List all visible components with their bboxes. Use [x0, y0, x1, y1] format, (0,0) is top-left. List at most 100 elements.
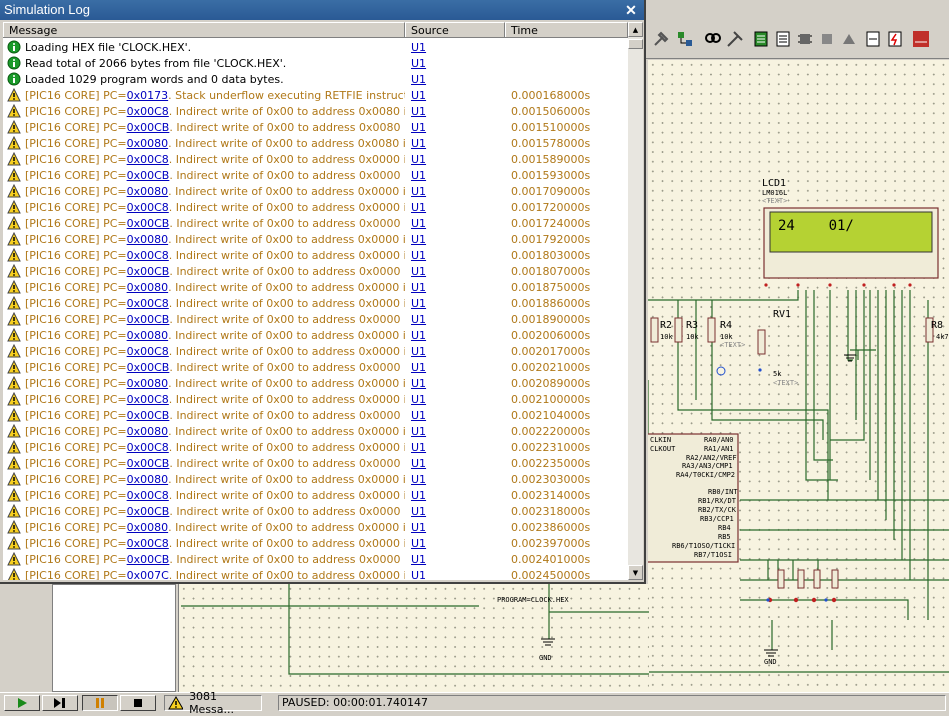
package-icon[interactable]	[794, 28, 816, 50]
log-source-link[interactable]: U1	[411, 504, 427, 518]
column-header-message[interactable]: Message	[3, 22, 405, 37]
pc-address-link[interactable]: 0x0080	[126, 232, 169, 246]
log-list[interactable]: Message Source Time Loading HEX file 'CL…	[3, 22, 628, 580]
decompose-icon[interactable]	[816, 28, 838, 50]
log-source-link[interactable]: U1	[411, 408, 427, 422]
log-source-link[interactable]: U1	[411, 520, 427, 534]
log-row[interactable]: [PIC16 CORE] PC=0x007C. Indirect write o…	[3, 567, 628, 580]
log-source-link[interactable]: U1	[411, 104, 427, 118]
log-source-link[interactable]: U1	[411, 328, 427, 342]
log-row[interactable]: [PIC16 CORE] PC=0x00CB. Indirect write o…	[3, 503, 628, 519]
log-row[interactable]: [PIC16 CORE] PC=0x0080. Indirect write o…	[3, 231, 628, 247]
log-row[interactable]: [PIC16 CORE] PC=0x00CB. Indirect write o…	[3, 407, 628, 423]
log-row[interactable]: [PIC16 CORE] PC=0x00C8. Indirect write o…	[3, 439, 628, 455]
log-source-link[interactable]: U1	[411, 440, 427, 454]
log-row[interactable]: [PIC16 CORE] PC=0x00CB. Indirect write o…	[3, 551, 628, 567]
pc-address-link[interactable]: 0x0080	[126, 184, 169, 198]
pc-address-link[interactable]: 0x00CB	[126, 168, 170, 182]
log-source-link[interactable]: U1	[411, 344, 427, 358]
log-row[interactable]: [PIC16 CORE] PC=0x00C8. Indirect write o…	[3, 343, 628, 359]
pc-address-link[interactable]: 0x00CB	[126, 216, 170, 230]
pc-address-link[interactable]: 0x007C	[126, 568, 169, 581]
log-row[interactable]: [PIC16 CORE] PC=0x0080. Indirect write o…	[3, 327, 628, 343]
log-row[interactable]: [PIC16 CORE] PC=0x00C8. Indirect write o…	[3, 151, 628, 167]
pc-address-link[interactable]: 0x00C8	[126, 392, 169, 406]
log-source-link[interactable]: U1	[411, 472, 427, 486]
log-row[interactable]: [PIC16 CORE] PC=0x00CB. Indirect write o…	[3, 263, 628, 279]
log-source-link[interactable]: U1	[411, 136, 427, 150]
pc-address-link[interactable]: 0x00C8	[126, 344, 169, 358]
scroll-up-button[interactable]: ▲	[628, 22, 643, 37]
log-row[interactable]: [PIC16 CORE] PC=0x00CB. Indirect write o…	[3, 359, 628, 375]
pause-button[interactable]	[82, 695, 118, 711]
log-row[interactable]: [PIC16 CORE] PC=0x0173. Stack underflow …	[3, 87, 628, 103]
pc-address-link[interactable]: 0x00C8	[126, 152, 169, 166]
pc-address-link[interactable]: 0x00C8	[126, 536, 169, 550]
report-icon[interactable]	[862, 28, 884, 50]
pc-address-link[interactable]: 0x00CB	[126, 360, 170, 374]
pc-address-link[interactable]: 0x00CB	[126, 504, 170, 518]
log-source-link[interactable]: U1	[411, 552, 427, 566]
stop-button[interactable]	[120, 695, 156, 711]
pc-address-link[interactable]: 0x00C8	[126, 440, 169, 454]
log-source-link[interactable]: U1	[411, 88, 427, 102]
scroll-thumb[interactable]	[628, 39, 643, 49]
log-row[interactable]: Loaded 1029 program words and 0 data byt…	[3, 71, 628, 87]
log-row[interactable]: [PIC16 CORE] PC=0x0080. Indirect write o…	[3, 519, 628, 535]
bom-icon[interactable]	[772, 28, 794, 50]
log-row[interactable]: [PIC16 CORE] PC=0x00C8. Indirect write o…	[3, 295, 628, 311]
log-row[interactable]: [PIC16 CORE] PC=0x00CB. Indirect write o…	[3, 167, 628, 183]
log-source-link[interactable]: U1	[411, 184, 427, 198]
pc-address-link[interactable]: 0x0080	[126, 136, 169, 150]
library-icon[interactable]	[838, 28, 860, 50]
log-row[interactable]: Loading HEX file 'CLOCK.HEX'.U1	[3, 39, 628, 55]
search-icon[interactable]	[702, 28, 724, 50]
log-row[interactable]: [PIC16 CORE] PC=0x00C8. Indirect write o…	[3, 391, 628, 407]
tools-icon[interactable]	[724, 28, 746, 50]
log-row[interactable]: [PIC16 CORE] PC=0x00C8. Indirect write o…	[3, 199, 628, 215]
close-button[interactable]: ✕	[625, 2, 637, 18]
log-source-link[interactable]: U1	[411, 536, 427, 550]
pc-address-link[interactable]: 0x0080	[126, 376, 169, 390]
pc-address-link[interactable]: 0x00CB	[126, 552, 170, 566]
log-row[interactable]: [PIC16 CORE] PC=0x00C8. Indirect write o…	[3, 535, 628, 551]
column-header-time[interactable]: Time	[505, 22, 628, 37]
log-row[interactable]: [PIC16 CORE] PC=0x0080. Indirect write o…	[3, 183, 628, 199]
electrical-check-icon[interactable]	[884, 28, 906, 50]
pc-address-link[interactable]: 0x0173	[126, 88, 169, 102]
scroll-down-button[interactable]: ▼	[628, 565, 643, 580]
log-row[interactable]: [PIC16 CORE] PC=0x00CB. Indirect write o…	[3, 215, 628, 231]
log-source-link[interactable]: U1	[411, 232, 427, 246]
pc-address-link[interactable]: 0x00C8	[126, 104, 169, 118]
log-source-link[interactable]: U1	[411, 56, 427, 70]
log-row[interactable]: [PIC16 CORE] PC=0x0080. Indirect write o…	[3, 375, 628, 391]
play-button[interactable]	[4, 695, 40, 711]
pc-address-link[interactable]: 0x0080	[126, 328, 169, 342]
log-row[interactable]: [PIC16 CORE] PC=0x00C8. Indirect write o…	[3, 247, 628, 263]
pc-address-link[interactable]: 0x00C8	[126, 488, 169, 502]
log-source-link[interactable]: U1	[411, 264, 427, 278]
window-titlebar[interactable]: Simulation Log ✕	[0, 0, 644, 20]
pc-address-link[interactable]: 0x00CB	[126, 264, 170, 278]
log-source-link[interactable]: U1	[411, 424, 427, 438]
pc-address-link[interactable]: 0x00CB	[126, 456, 170, 470]
pc-address-link[interactable]: 0x0080	[126, 280, 169, 294]
pc-address-link[interactable]: 0x00CB	[126, 120, 170, 134]
overview-panel[interactable]	[52, 584, 176, 692]
log-source-link[interactable]: U1	[411, 360, 427, 374]
log-row[interactable]: [PIC16 CORE] PC=0x0080. Indirect write o…	[3, 279, 628, 295]
log-source-link[interactable]: U1	[411, 152, 427, 166]
ares-icon[interactable]	[910, 28, 932, 50]
log-source-link[interactable]: U1	[411, 168, 427, 182]
log-source-link[interactable]: U1	[411, 280, 427, 294]
log-row[interactable]: [PIC16 CORE] PC=0x00CB. Indirect write o…	[3, 119, 628, 135]
message-count-panel[interactable]: 3081 Messa...	[164, 690, 262, 716]
vertical-scrollbar[interactable]: ▲ ▼	[628, 22, 643, 580]
pc-address-link[interactable]: 0x00C8	[126, 200, 169, 214]
log-source-link[interactable]: U1	[411, 248, 427, 262]
log-source-link[interactable]: U1	[411, 296, 427, 310]
wire-autoroute-icon[interactable]	[674, 28, 696, 50]
log-row[interactable]: [PIC16 CORE] PC=0x00C8. Indirect write o…	[3, 103, 628, 119]
netlist-icon[interactable]	[750, 28, 772, 50]
pc-address-link[interactable]: 0x0080	[126, 424, 169, 438]
